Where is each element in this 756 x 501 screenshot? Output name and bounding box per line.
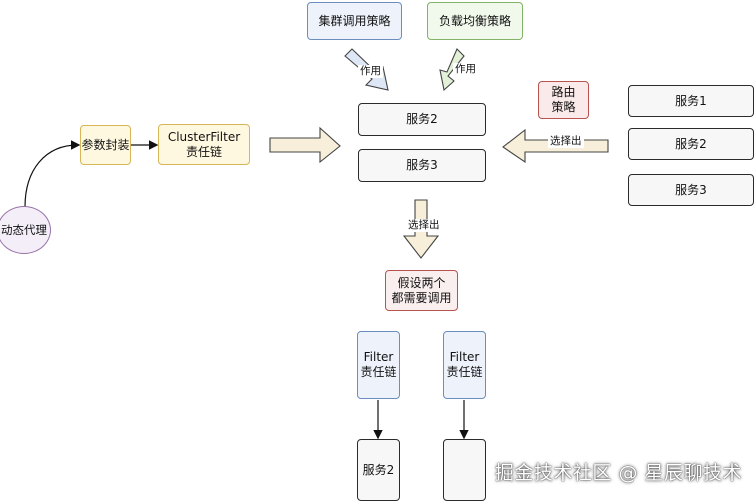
select-down-label: 选择出 <box>406 219 442 232</box>
select-right-label: 选择出 <box>548 135 584 148</box>
bottom-service2-node: 服务2 <box>357 439 400 501</box>
watermark-text: 掘金技术社区 @ 星辰聊技术 <box>494 462 742 484</box>
route-policy-label: 路由 策略 <box>551 85 576 114</box>
assume-two-node: 假设两个 都需要调用 <box>385 270 458 311</box>
filter-right-label: Filter 责任链 <box>446 350 483 379</box>
proxy-to-param-connector <box>24 140 81 208</box>
act-left-label: 作用 <box>358 65 383 78</box>
right-service1-label: 服务1 <box>675 93 707 108</box>
clusterfilter-to-services-arrow <box>269 126 341 164</box>
dynamic-proxy-label: 动态代理 <box>1 222 47 237</box>
act-right-label: 作用 <box>453 63 478 76</box>
mid-service3-label: 服务3 <box>406 158 438 172</box>
assume-two-label: 假设两个 都需要调用 <box>391 275 452 305</box>
right-service2-node: 服务2 <box>628 128 754 160</box>
filter-right-node: Filter 责任链 <box>443 331 486 399</box>
dynamic-proxy-node: 动态代理 <box>0 206 51 254</box>
cluster-filter-node: ClusterFilter 责任链 <box>158 124 250 165</box>
cluster-policy-label: 集群调用策略 <box>318 13 391 28</box>
right-service1-node: 服务1 <box>628 85 754 117</box>
filter-left-label: Filter 责任链 <box>360 350 397 379</box>
bottom-service3-node <box>443 439 486 501</box>
load-balance-label: 负载均衡策略 <box>438 13 511 28</box>
bottom-service2-label: 服务2 <box>362 462 395 477</box>
load-balance-action-arrow <box>439 48 465 92</box>
right-service3-node: 服务3 <box>628 174 754 206</box>
cluster-policy-node: 集群调用策略 <box>307 2 402 40</box>
filter-left-node: Filter 责任链 <box>357 331 400 399</box>
param-wrap-node: 参数封装 <box>80 125 131 165</box>
param-wrap-label: 参数封装 <box>81 137 130 152</box>
right-service2-label: 服务2 <box>675 136 707 151</box>
cluster-filter-label: ClusterFilter 责任链 <box>167 129 241 159</box>
right-service3-label: 服务3 <box>675 182 707 197</box>
load-balance-node: 负载均衡策略 <box>427 2 523 40</box>
route-policy-node: 路由 策略 <box>538 81 589 119</box>
mid-service3-node: 服务3 <box>358 149 486 182</box>
mid-service2-node: 服务2 <box>358 103 486 136</box>
mid-service2-label: 服务2 <box>406 112 438 126</box>
